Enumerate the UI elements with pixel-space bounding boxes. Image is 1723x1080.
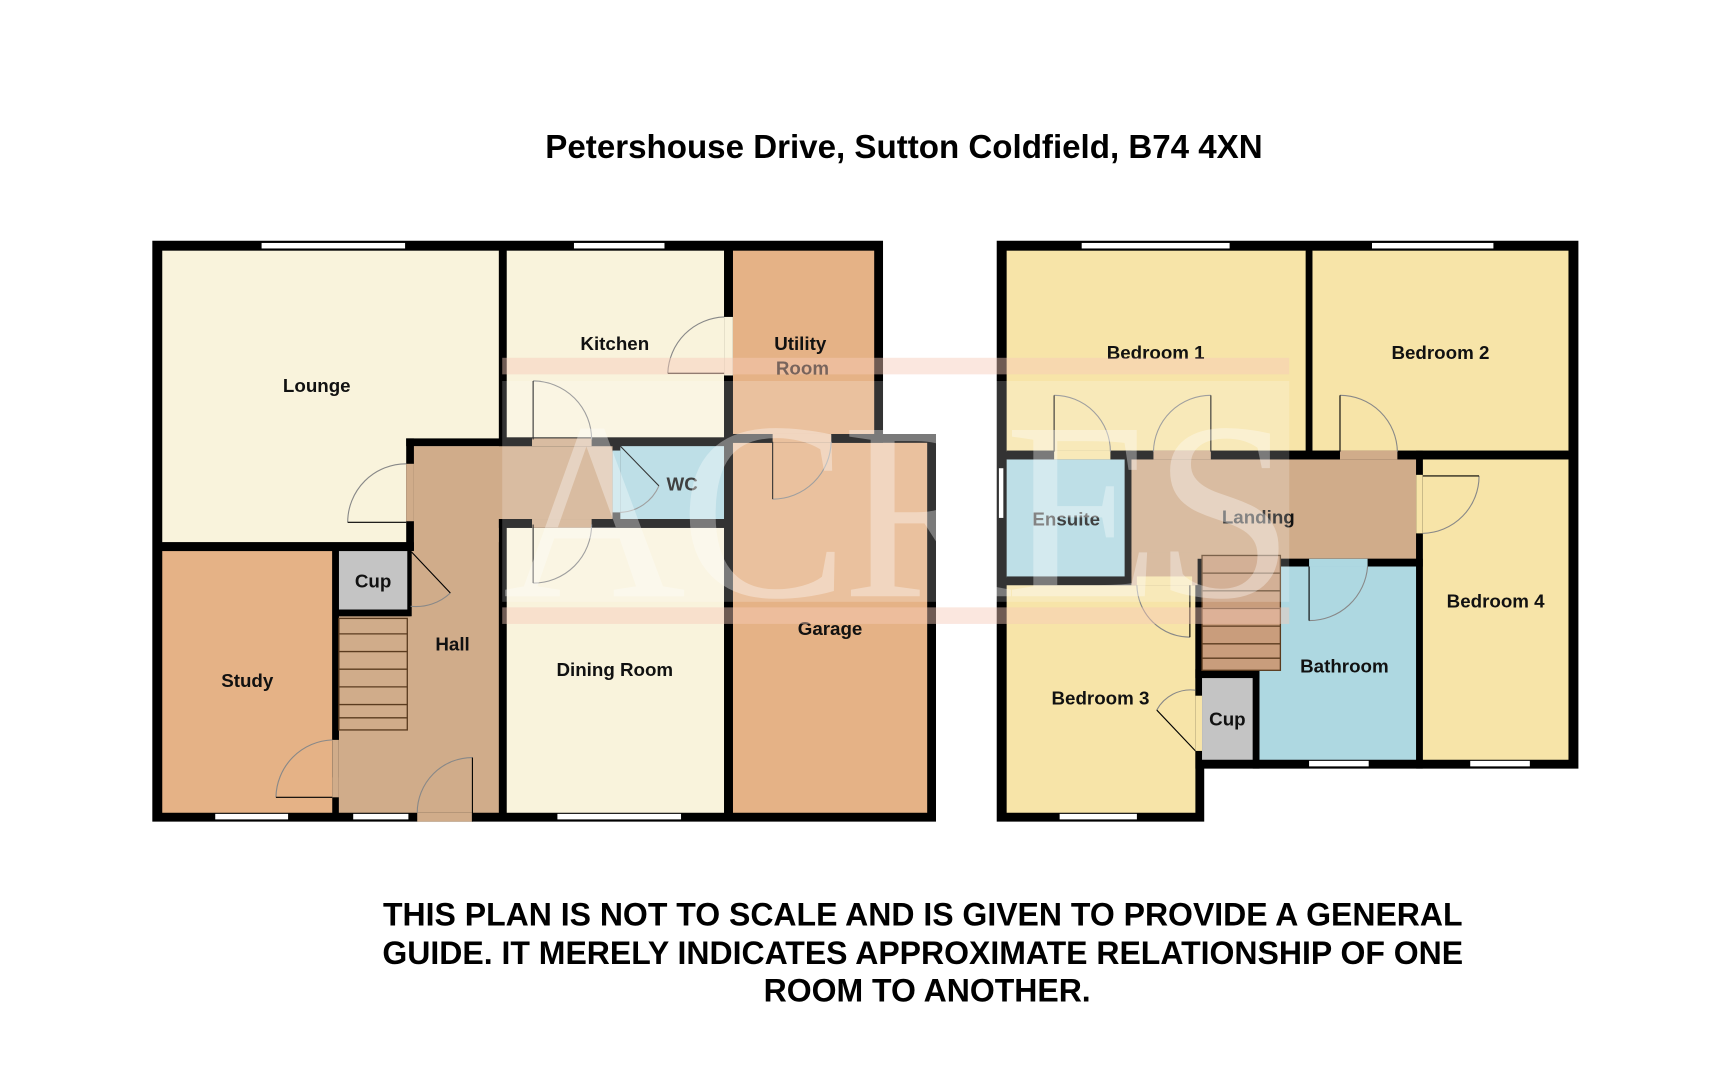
room-label-cup: Cup xyxy=(355,570,391,591)
bedroom-1-area xyxy=(1006,250,1306,452)
door-opening xyxy=(1153,450,1211,460)
study-area xyxy=(162,551,333,813)
room-label-bedroom-4: Bedroom 4 xyxy=(1447,590,1545,611)
disclaimer-line-3: ROOM TO ANOTHER. xyxy=(764,973,1091,1009)
ensuite-area xyxy=(1006,459,1125,578)
room-label-landing: Landing xyxy=(1222,506,1295,527)
staircase-upper xyxy=(1201,554,1282,671)
utility-room-area xyxy=(732,250,875,439)
bathroom-area xyxy=(1259,566,1417,760)
disclaimer-line-1: THIS PLAN IS NOT TO SCALE AND IS GIVEN T… xyxy=(383,896,1463,932)
door-opening xyxy=(1195,695,1203,751)
disclaimer-line-2: GUIDE. IT MERELY INDICATES APPROXIMATE R… xyxy=(382,935,1463,971)
room-label-bathroom: Bathroom xyxy=(1300,656,1389,677)
wall xyxy=(498,519,507,818)
wall xyxy=(1006,576,1132,585)
door-opening xyxy=(1054,450,1111,460)
watermark: ACRES xyxy=(502,357,1294,651)
room-label-kitchen: Kitchen xyxy=(580,333,649,354)
room-label-utility-2: Room xyxy=(776,357,829,378)
room-label-utility: Utility xyxy=(774,333,827,354)
window xyxy=(215,813,289,820)
room-label-wc: WC xyxy=(667,473,699,494)
window xyxy=(1470,760,1530,767)
cupboard-area xyxy=(338,551,408,610)
disclaimer: THIS PLAN IS NOT TO SCALE AND IS GIVEN T… xyxy=(382,896,1463,1008)
door-opening xyxy=(1416,474,1423,534)
front-door-opening xyxy=(417,812,473,822)
door-opening xyxy=(724,316,733,376)
window xyxy=(261,242,406,249)
window xyxy=(353,813,409,820)
wall xyxy=(338,609,411,617)
bedroom-3-area xyxy=(1006,585,1196,813)
door-opening xyxy=(1136,576,1193,586)
room-label-hall: Hall xyxy=(435,633,469,654)
wall xyxy=(498,250,507,440)
door-opening xyxy=(1309,558,1368,567)
wall xyxy=(406,438,614,447)
wall xyxy=(1305,250,1313,457)
door-opening xyxy=(612,450,621,513)
door-opening xyxy=(772,433,832,443)
wall xyxy=(332,551,339,778)
kitchen-area xyxy=(506,250,725,438)
window xyxy=(1081,242,1230,249)
door-opening xyxy=(406,463,414,522)
window xyxy=(1371,242,1494,249)
room-label-dining-room: Dining Room xyxy=(556,659,673,680)
room-label-garage: Garage xyxy=(798,618,863,639)
wall xyxy=(162,542,414,552)
room-label-ensuite: Ensuite xyxy=(1032,509,1100,530)
door-opening xyxy=(332,739,339,798)
wall xyxy=(1006,450,1569,460)
cupboard-upstairs-area xyxy=(1202,678,1253,760)
watermark-panel xyxy=(502,380,1290,602)
bedroom-4-area xyxy=(1422,459,1569,760)
garage-area xyxy=(732,442,928,813)
window xyxy=(1309,760,1369,767)
staircase xyxy=(338,617,408,731)
room-label-bedroom-3: Bedroom 3 xyxy=(1052,688,1150,709)
window xyxy=(998,468,1004,518)
room-label-bedroom-2: Bedroom 2 xyxy=(1391,342,1489,363)
room-label-cup-upstairs: Cup xyxy=(1209,709,1245,730)
dining-room-area xyxy=(506,527,725,813)
wall xyxy=(724,250,733,813)
ground-floor: Lounge Kitchen Utility Room WC Cup Hall … xyxy=(152,240,937,822)
bedroom-2-area xyxy=(1312,250,1569,452)
wc-area xyxy=(619,446,725,520)
window xyxy=(1059,813,1137,820)
room-label-bedroom-1: Bedroom 1 xyxy=(1107,342,1205,363)
watermark-band-bottom xyxy=(502,607,1290,624)
wall xyxy=(1416,450,1423,769)
window xyxy=(557,813,682,820)
room-label-study: Study xyxy=(221,670,274,691)
door-opening xyxy=(1339,450,1398,460)
wall xyxy=(498,519,725,528)
watermark-text: ACRES xyxy=(503,370,1288,651)
wall xyxy=(1124,450,1132,584)
plan-title: Petershouse Drive, Sutton Coldfield, B74… xyxy=(545,129,1262,166)
watermark-band-top xyxy=(502,357,1290,375)
landing-area xyxy=(1131,459,1417,559)
door-swings-upper xyxy=(1053,394,1480,752)
window xyxy=(573,242,665,249)
door-swings xyxy=(275,316,832,822)
first-floor: Bedroom 1 Bedroom 2 Ensuite Landing Bedr… xyxy=(996,240,1579,822)
wall xyxy=(1195,669,1260,679)
door-opening xyxy=(532,438,592,447)
room-label-lounge: Lounge xyxy=(283,375,351,396)
door-opening xyxy=(532,519,592,528)
